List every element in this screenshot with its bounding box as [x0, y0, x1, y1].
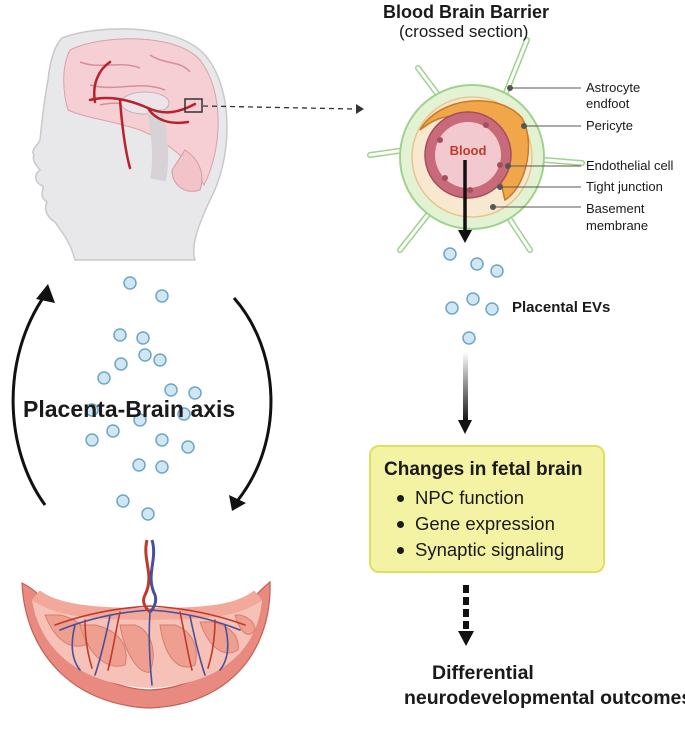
- bbb-leader-lines: [490, 85, 581, 210]
- changes-item: NPC function: [397, 485, 564, 511]
- bbb-cross-section: Blood: [367, 37, 585, 253]
- placental-evs-left: [85, 276, 202, 521]
- endothelial-label: Endothelial cell: [586, 158, 674, 173]
- placental-evs-right: [443, 247, 504, 345]
- axis-title: Placenta-Brain axis: [23, 396, 236, 422]
- axis-cycle-arrows: [11, 284, 273, 511]
- changes-to-outcome-arrow: [458, 585, 474, 646]
- evs-to-changes-arrow: [458, 352, 472, 434]
- changes-list: NPC function Gene expression Synaptic si…: [371, 485, 564, 563]
- placental-evs-label: Placental EVs: [512, 299, 611, 316]
- bbb-subtitle: (crossed section): [399, 22, 529, 41]
- basement-label-line2: membrane: [586, 218, 649, 233]
- bbb-title: Blood Brain Barrier: [383, 2, 550, 22]
- changes-box: Changes in fetal brain NPC function Gene…: [369, 445, 605, 573]
- changes-title: Changes in fetal brain: [384, 459, 583, 480]
- zoom-connector-arrow: [202, 104, 364, 114]
- astrocyte-label-line1: Astrocyte: [586, 80, 641, 95]
- blood-to-evs-arrow: [458, 160, 472, 243]
- outcome-line1: Differential: [432, 662, 534, 684]
- basement-label-line1: Basement: [586, 201, 645, 216]
- placenta: [21, 539, 271, 709]
- outcome-line2: neurodevelopmental outcomes?: [404, 687, 685, 709]
- pericyte-label: Pericyte: [586, 118, 633, 133]
- changes-item: Synaptic signaling: [397, 537, 564, 563]
- infant-head: [32, 28, 228, 261]
- astrocyte-label-line2: endfoot: [586, 96, 630, 111]
- blood-label: Blood: [450, 143, 487, 158]
- tight-junction-label: Tight junction: [586, 179, 663, 194]
- changes-item: Gene expression: [397, 511, 564, 537]
